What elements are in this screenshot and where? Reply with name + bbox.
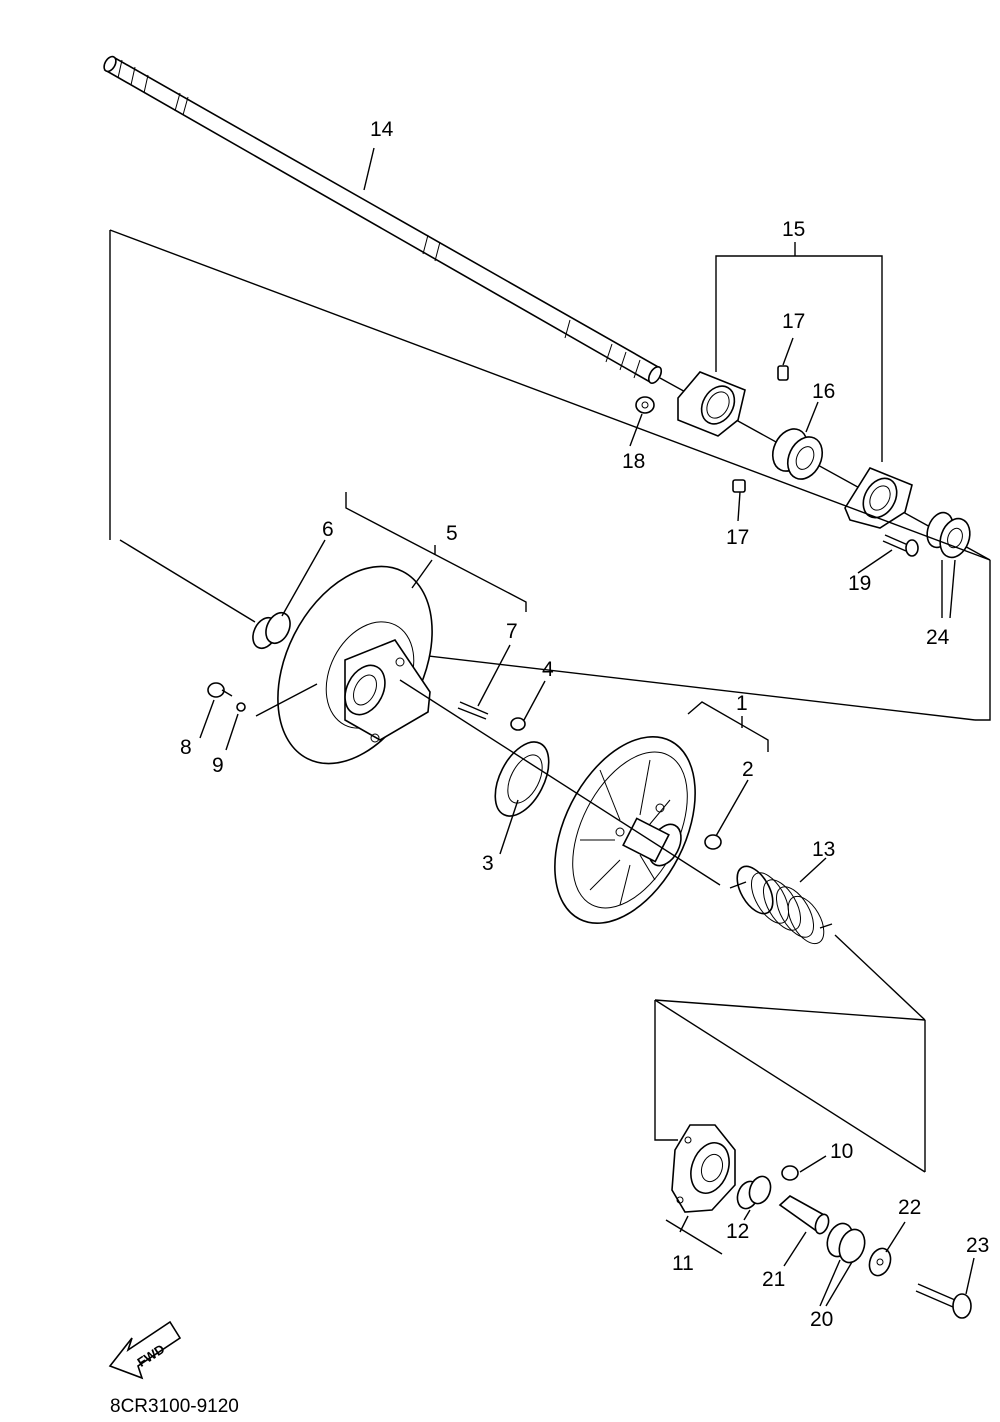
bearing-housing-left [677, 371, 746, 437]
diagram-code: 8CR3100-9120 [110, 1396, 239, 1417]
spacer-24 [926, 511, 971, 559]
spring-13 [729, 865, 833, 945]
set-screw-17-top [777, 365, 789, 381]
callout-11: 11 [672, 1252, 694, 1275]
callout-4: 4 [542, 658, 554, 681]
bolt-23 [915, 1283, 972, 1319]
callout-2: 2 [742, 758, 754, 781]
bolt-18 [882, 534, 919, 557]
screw-4 [510, 717, 526, 731]
bolt-8 [207, 682, 233, 698]
callout-7: 7 [506, 620, 518, 643]
callout-17-bottom: 17 [726, 526, 749, 549]
washer-22 [868, 1247, 892, 1277]
callout-3: 3 [482, 852, 494, 875]
callout-23: 23 [966, 1234, 989, 1257]
nut-10 [781, 1165, 799, 1181]
movable-sheave [554, 736, 696, 924]
nut-19 [635, 396, 655, 414]
collar-21 [778, 1195, 830, 1235]
callout-19: 18 [622, 450, 645, 473]
fwd-arrow-icon: FWD [108, 1320, 182, 1380]
callout-14: 14 [370, 118, 394, 141]
nut-2 [704, 834, 722, 850]
callout-8: 8 [180, 736, 192, 759]
shim-3 [494, 741, 550, 817]
callout-1: 1 [736, 692, 748, 715]
callout-22: 22 [898, 1196, 921, 1219]
callout-17-top: 17 [782, 310, 805, 333]
callout-20: 20 [810, 1308, 833, 1331]
callout-16: 16 [812, 380, 835, 403]
callout-9: 9 [212, 754, 224, 777]
set-screw-17-bottom [732, 479, 746, 493]
bushing-6 [252, 611, 291, 650]
pin-7 [457, 701, 489, 720]
callout-5: 5 [446, 522, 458, 545]
bushing-12 [736, 1175, 772, 1210]
bearing-16 [771, 428, 824, 480]
callout-18: 19 [848, 572, 871, 595]
callout-13: 13 [812, 838, 835, 861]
callout-24: 24 [926, 626, 950, 649]
washer-20 [826, 1222, 866, 1264]
washer-9 [236, 702, 246, 712]
callout-12: 12 [726, 1220, 749, 1243]
fixed-sheave [277, 565, 433, 765]
cam-11 [671, 1124, 736, 1213]
callout-21: 21 [762, 1268, 785, 1291]
bearing-housing-right [844, 467, 913, 529]
shaft-part [103, 55, 663, 384]
callout-15: 15 [782, 218, 805, 241]
callout-10: 10 [830, 1140, 853, 1163]
callout-6: 6 [322, 518, 334, 541]
